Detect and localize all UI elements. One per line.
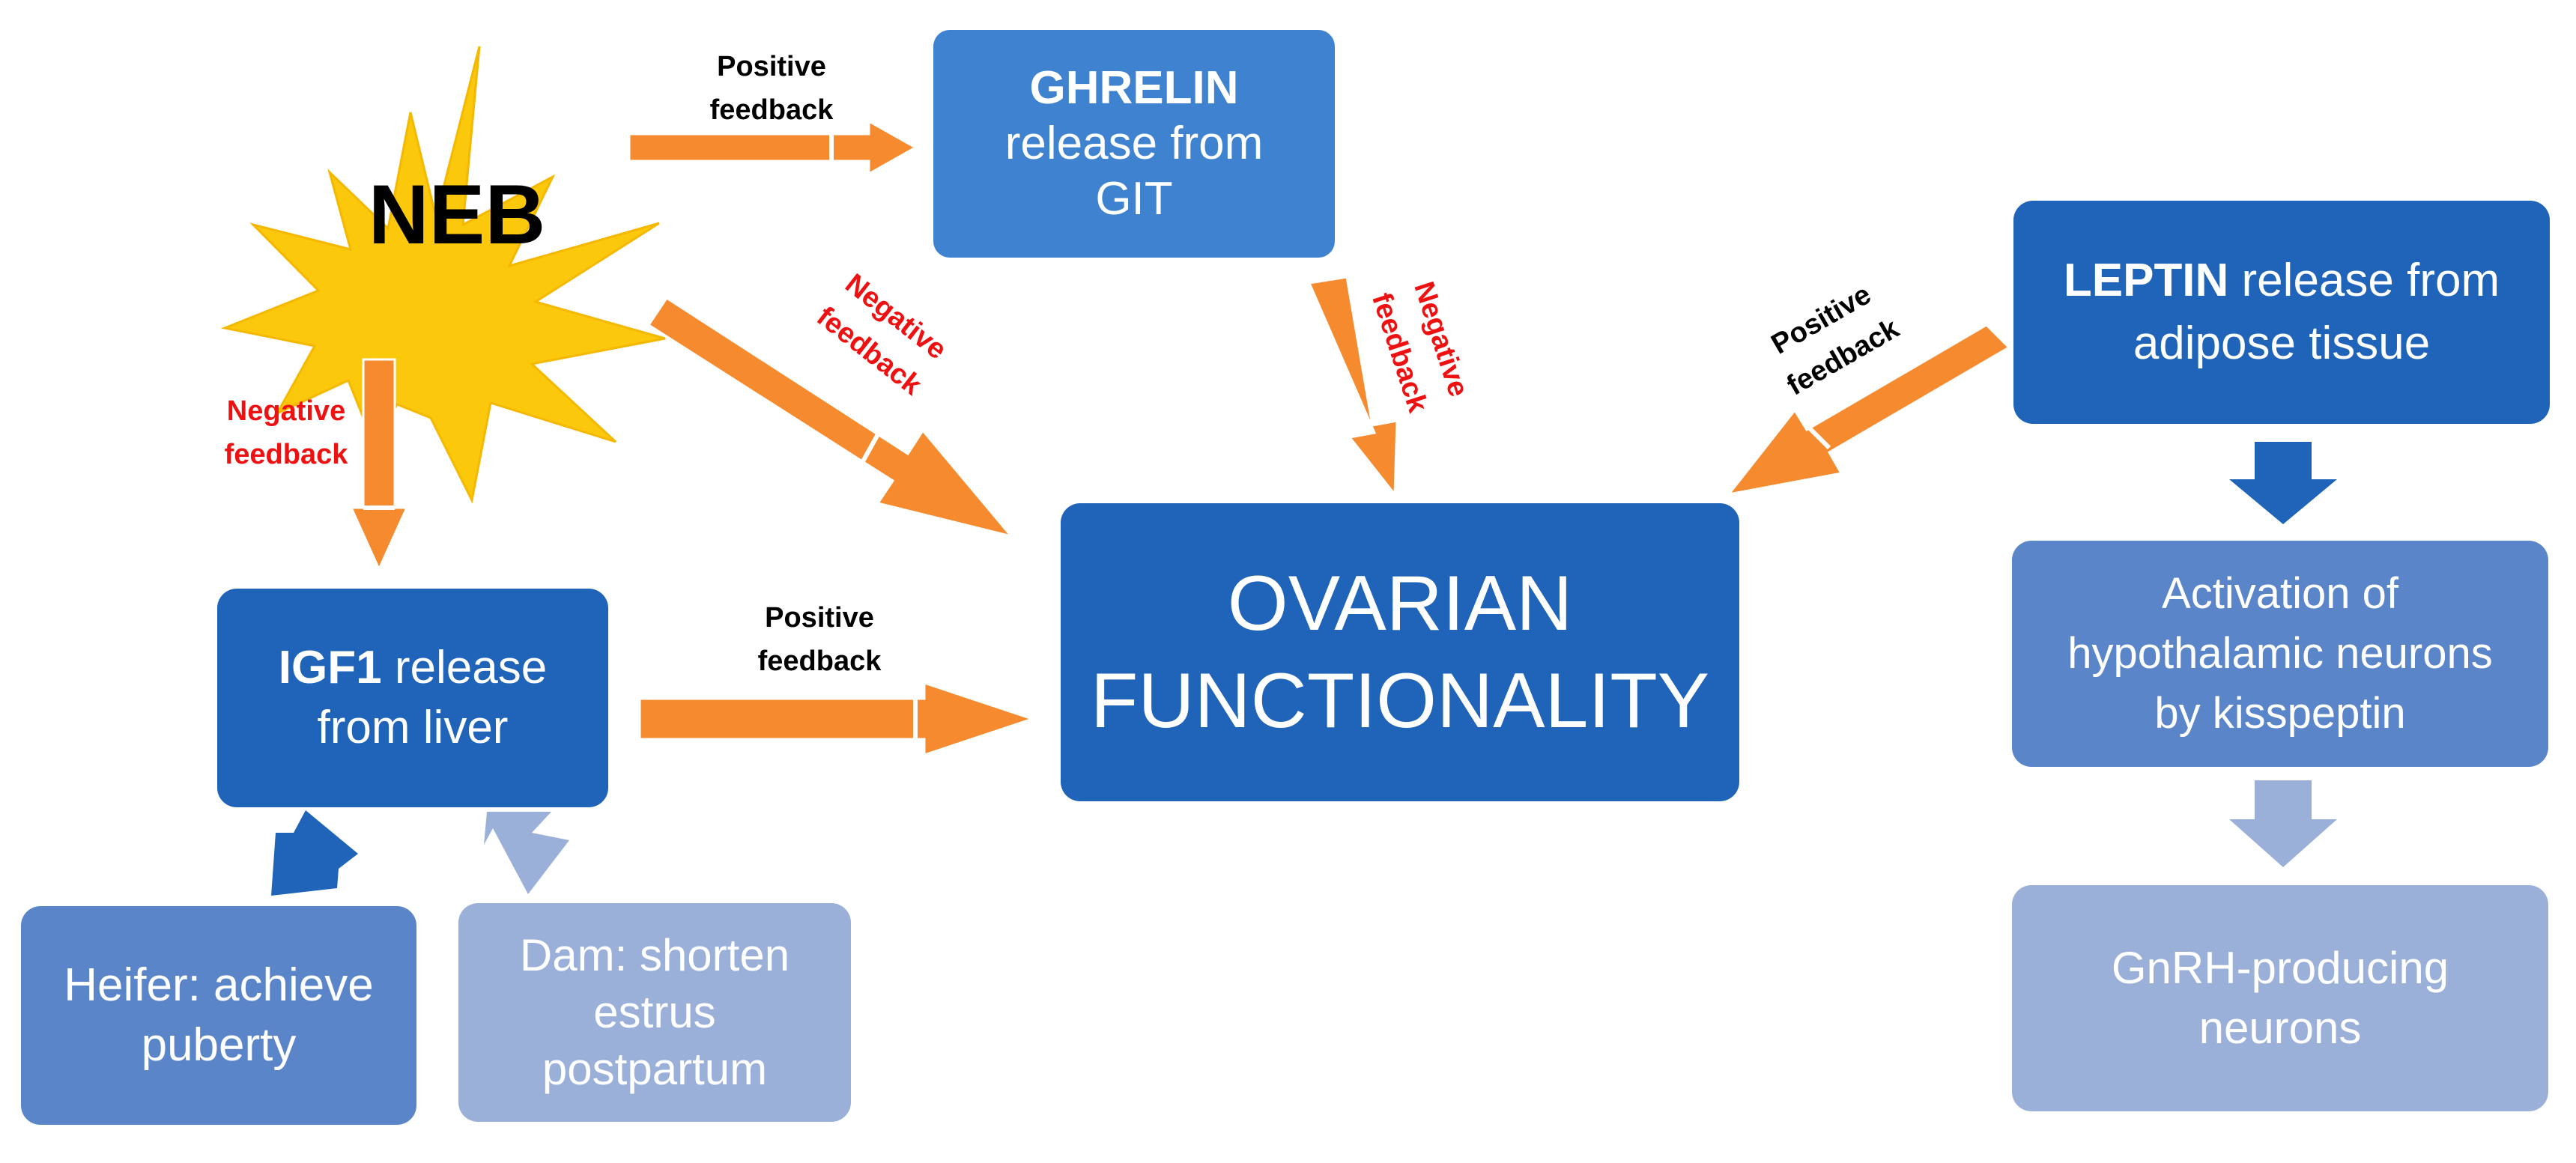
neb-label: NEB [368,168,546,261]
igf1-box: IGF1 release from liver [217,589,608,807]
leptin-box: LEPTIN release from adipose tissue [2013,201,2550,424]
label-neb-to-igf1-line2: feedback [224,439,348,470]
arrow-leptin-to-kisspeptin [2229,442,2337,524]
label-igf1-to-ovarian-line1: Positive [765,602,874,634]
ghrelin-line1: release from [1004,118,1264,169]
ovarian-box: OVARIAN FUNCTIONALITY [1061,503,1739,801]
dam-line2: estrus [593,987,716,1037]
label-neb-to-ghrelin: Positive feedback [689,45,854,132]
igf1-line2: from liver [317,702,509,753]
arrow-igf1-to-dam [484,812,569,894]
gnrh-line2: neurons [2198,1003,2362,1053]
label-neb-to-ghrelin-line1: Positive [717,51,826,82]
igf1-line-1: IGF1 release [279,638,547,698]
ghrelin-line2: GIT [1095,173,1173,225]
gnrh-box: GnRH-producing neurons [2012,885,2548,1111]
ghrelin-box: GHRELIN release from GIT [933,30,1335,258]
kisspeptin-line3: by kisspeptin [2154,689,2406,738]
label-igf1-to-ovarian: Positive feedback [737,596,902,683]
igf1-name: IGF1 [278,642,382,693]
arrow-neb-to-ovarian [646,296,1015,538]
arrow-leptin-to-ovarian [1726,324,2011,497]
ovarian-line2: FUNCTIONALITY [1090,658,1710,744]
arrow-neb-to-igf1 [349,358,409,572]
label-neb-to-igf1: Negative feedback [196,389,376,476]
label-igf1-to-ovarian-line2: feedback [757,646,882,677]
heifer-line2: puberty [141,1019,297,1071]
arrows [349,119,2011,757]
leptin-line2: adipose tissue [2133,318,2431,369]
igf1-line1: release [381,642,548,693]
arrow-igf1-to-heifer [271,810,358,896]
dam-line3: postpartum [542,1044,768,1094]
label-neb-to-igf1-line1: Negative [226,395,346,427]
dam-line1: Dam: shorten [519,930,790,980]
neb-starburst [220,46,666,504]
arrow-neb-to-ghrelin [628,119,918,176]
ovarian-line1: OVARIAN [1227,560,1573,647]
heifer-line1: Heifer: achieve [64,959,374,1011]
kisspeptin-line1: Activation of [2162,569,2398,618]
leptin-name: LEPTIN [2063,255,2229,306]
kisspeptin-line2: hypothalamic neurons [2067,629,2493,678]
arrow-igf1-to-ovarian [638,681,1036,757]
label-neb-to-ghrelin-line2: feedback [709,94,834,126]
heifer-box: Heifer: achieve puberty [21,906,416,1125]
leptin-line-1: LEPTIN release from [2064,249,2500,312]
ghrelin-name: GHRELIN [1029,62,1239,114]
dam-box: Dam: shorten estrus postpartum [458,903,851,1122]
arrow-kisspeptin-to-gnrh [2229,780,2337,867]
leptin-line1: release from [2228,255,2500,306]
arrow-ghrelin-to-ovarian [1307,276,1398,498]
gnrh-line1: GnRH-producing [2111,943,2449,993]
kisspeptin-box: Activation of hypothalamic neurons by ki… [2012,541,2548,767]
